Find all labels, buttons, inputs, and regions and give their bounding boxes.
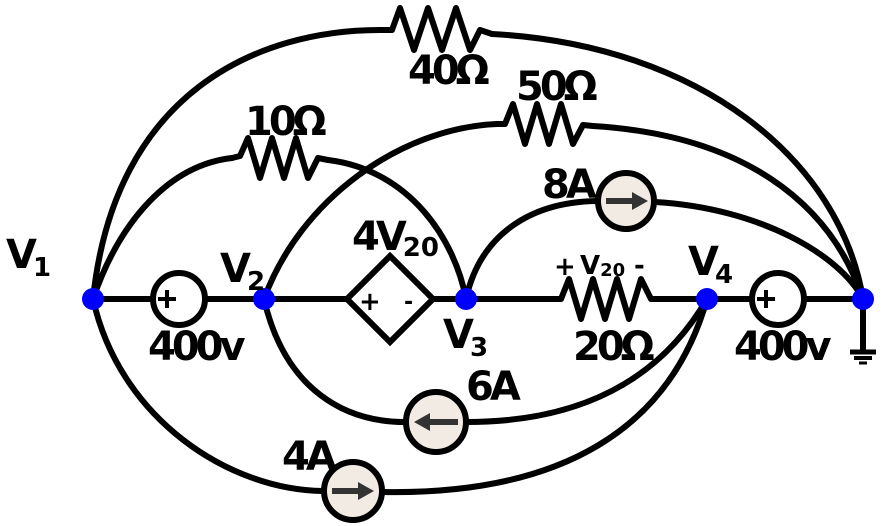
resistor-20 [550, 276, 663, 322]
node-v2 [253, 288, 275, 310]
v20-label: V20 [580, 251, 625, 281]
wires [90, 27, 866, 496]
label-v1: V1 [6, 232, 51, 283]
arrow-right-icon [332, 482, 374, 500]
labels: V1 V2 V3 V4 40Ω 50Ω 10Ω 20Ω 400v 400v 8A… [6, 48, 835, 480]
current-source-8a [595, 170, 657, 232]
v20-plus: + [554, 252, 576, 282]
node-ground [852, 288, 874, 310]
label-i4: 4A [282, 434, 337, 480]
label-r50: 50Ω [516, 64, 597, 110]
current-source-6a [403, 389, 469, 455]
wire-8a-left [463, 198, 600, 302]
wire-6a-left [261, 296, 408, 425]
wire-50-left [261, 121, 500, 302]
dep-plus-sign: + [359, 287, 381, 317]
label-dependent-source: 4V20 [352, 214, 439, 263]
label-i8: 8A [542, 162, 597, 208]
v20-minus: - [634, 251, 645, 281]
node-v4 [696, 288, 718, 310]
voltage-source-left [150, 270, 208, 328]
resistor-50 [494, 101, 596, 147]
wire-50-right [590, 123, 866, 302]
label-r10: 10Ω [245, 99, 326, 145]
resistor-40 [377, 5, 495, 53]
nodes [82, 288, 874, 310]
voltage-source-right [749, 270, 807, 328]
label-v3: V3 [443, 312, 488, 363]
label-vsrc-right: 400v [734, 324, 831, 370]
wire-4a-left [90, 296, 326, 494]
label-i6: 6A [466, 364, 521, 410]
label-r40: 40Ω [408, 48, 489, 94]
ground-icon [850, 349, 876, 365]
label-vsrc-left: 400v [148, 324, 245, 370]
wire-6a-right [464, 296, 710, 425]
wire-10-right [325, 157, 469, 302]
arrow-right-icon [606, 192, 648, 210]
current-source-4a [321, 459, 385, 523]
resistor-10 [229, 135, 331, 181]
dep-minus-sign: - [404, 290, 413, 315]
label-v4: V4 [688, 239, 733, 290]
dependent-voltage-source: + - [342, 251, 438, 347]
wire-10-left [90, 155, 235, 302]
label-r20: 20Ω [573, 324, 654, 370]
wire-8a-right [652, 199, 866, 302]
wire-40-left [90, 27, 383, 302]
node-v1 [82, 288, 104, 310]
label-v2: V2 [220, 246, 265, 297]
wire-4a-right [380, 296, 710, 496]
node-v3 [455, 288, 477, 310]
wire-40-right [489, 31, 866, 302]
arrow-left-icon [414, 413, 458, 431]
